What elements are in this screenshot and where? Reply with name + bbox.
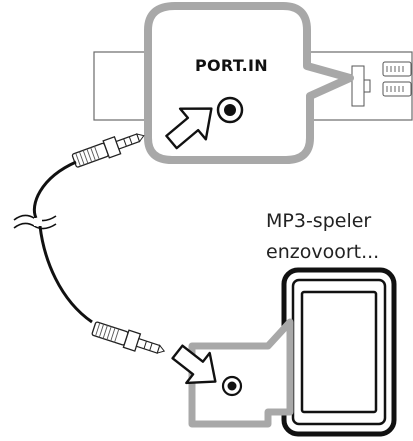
portable-player-icon: [281, 267, 397, 437]
jack-socket-icon: [216, 96, 244, 124]
speaker-terminal-icon: [382, 61, 412, 97]
audio-cable: [13, 160, 93, 324]
pointer-arrow-icon: [165, 107, 213, 150]
device-caption-line-2: enzovoort...: [266, 241, 380, 263]
audio-plug-icon: [71, 133, 145, 168]
pointer-arrow-icon: [171, 344, 217, 385]
device-caption: MP3-speler enzovoort...: [266, 206, 412, 268]
jack-socket-icon: [221, 375, 243, 397]
device-callout-bubble: [188, 318, 294, 428]
audio-plug-icon: [91, 321, 166, 354]
device-caption-line-1: MP3-speler: [266, 210, 372, 232]
port-in-label: PORT.IN: [195, 56, 268, 75]
